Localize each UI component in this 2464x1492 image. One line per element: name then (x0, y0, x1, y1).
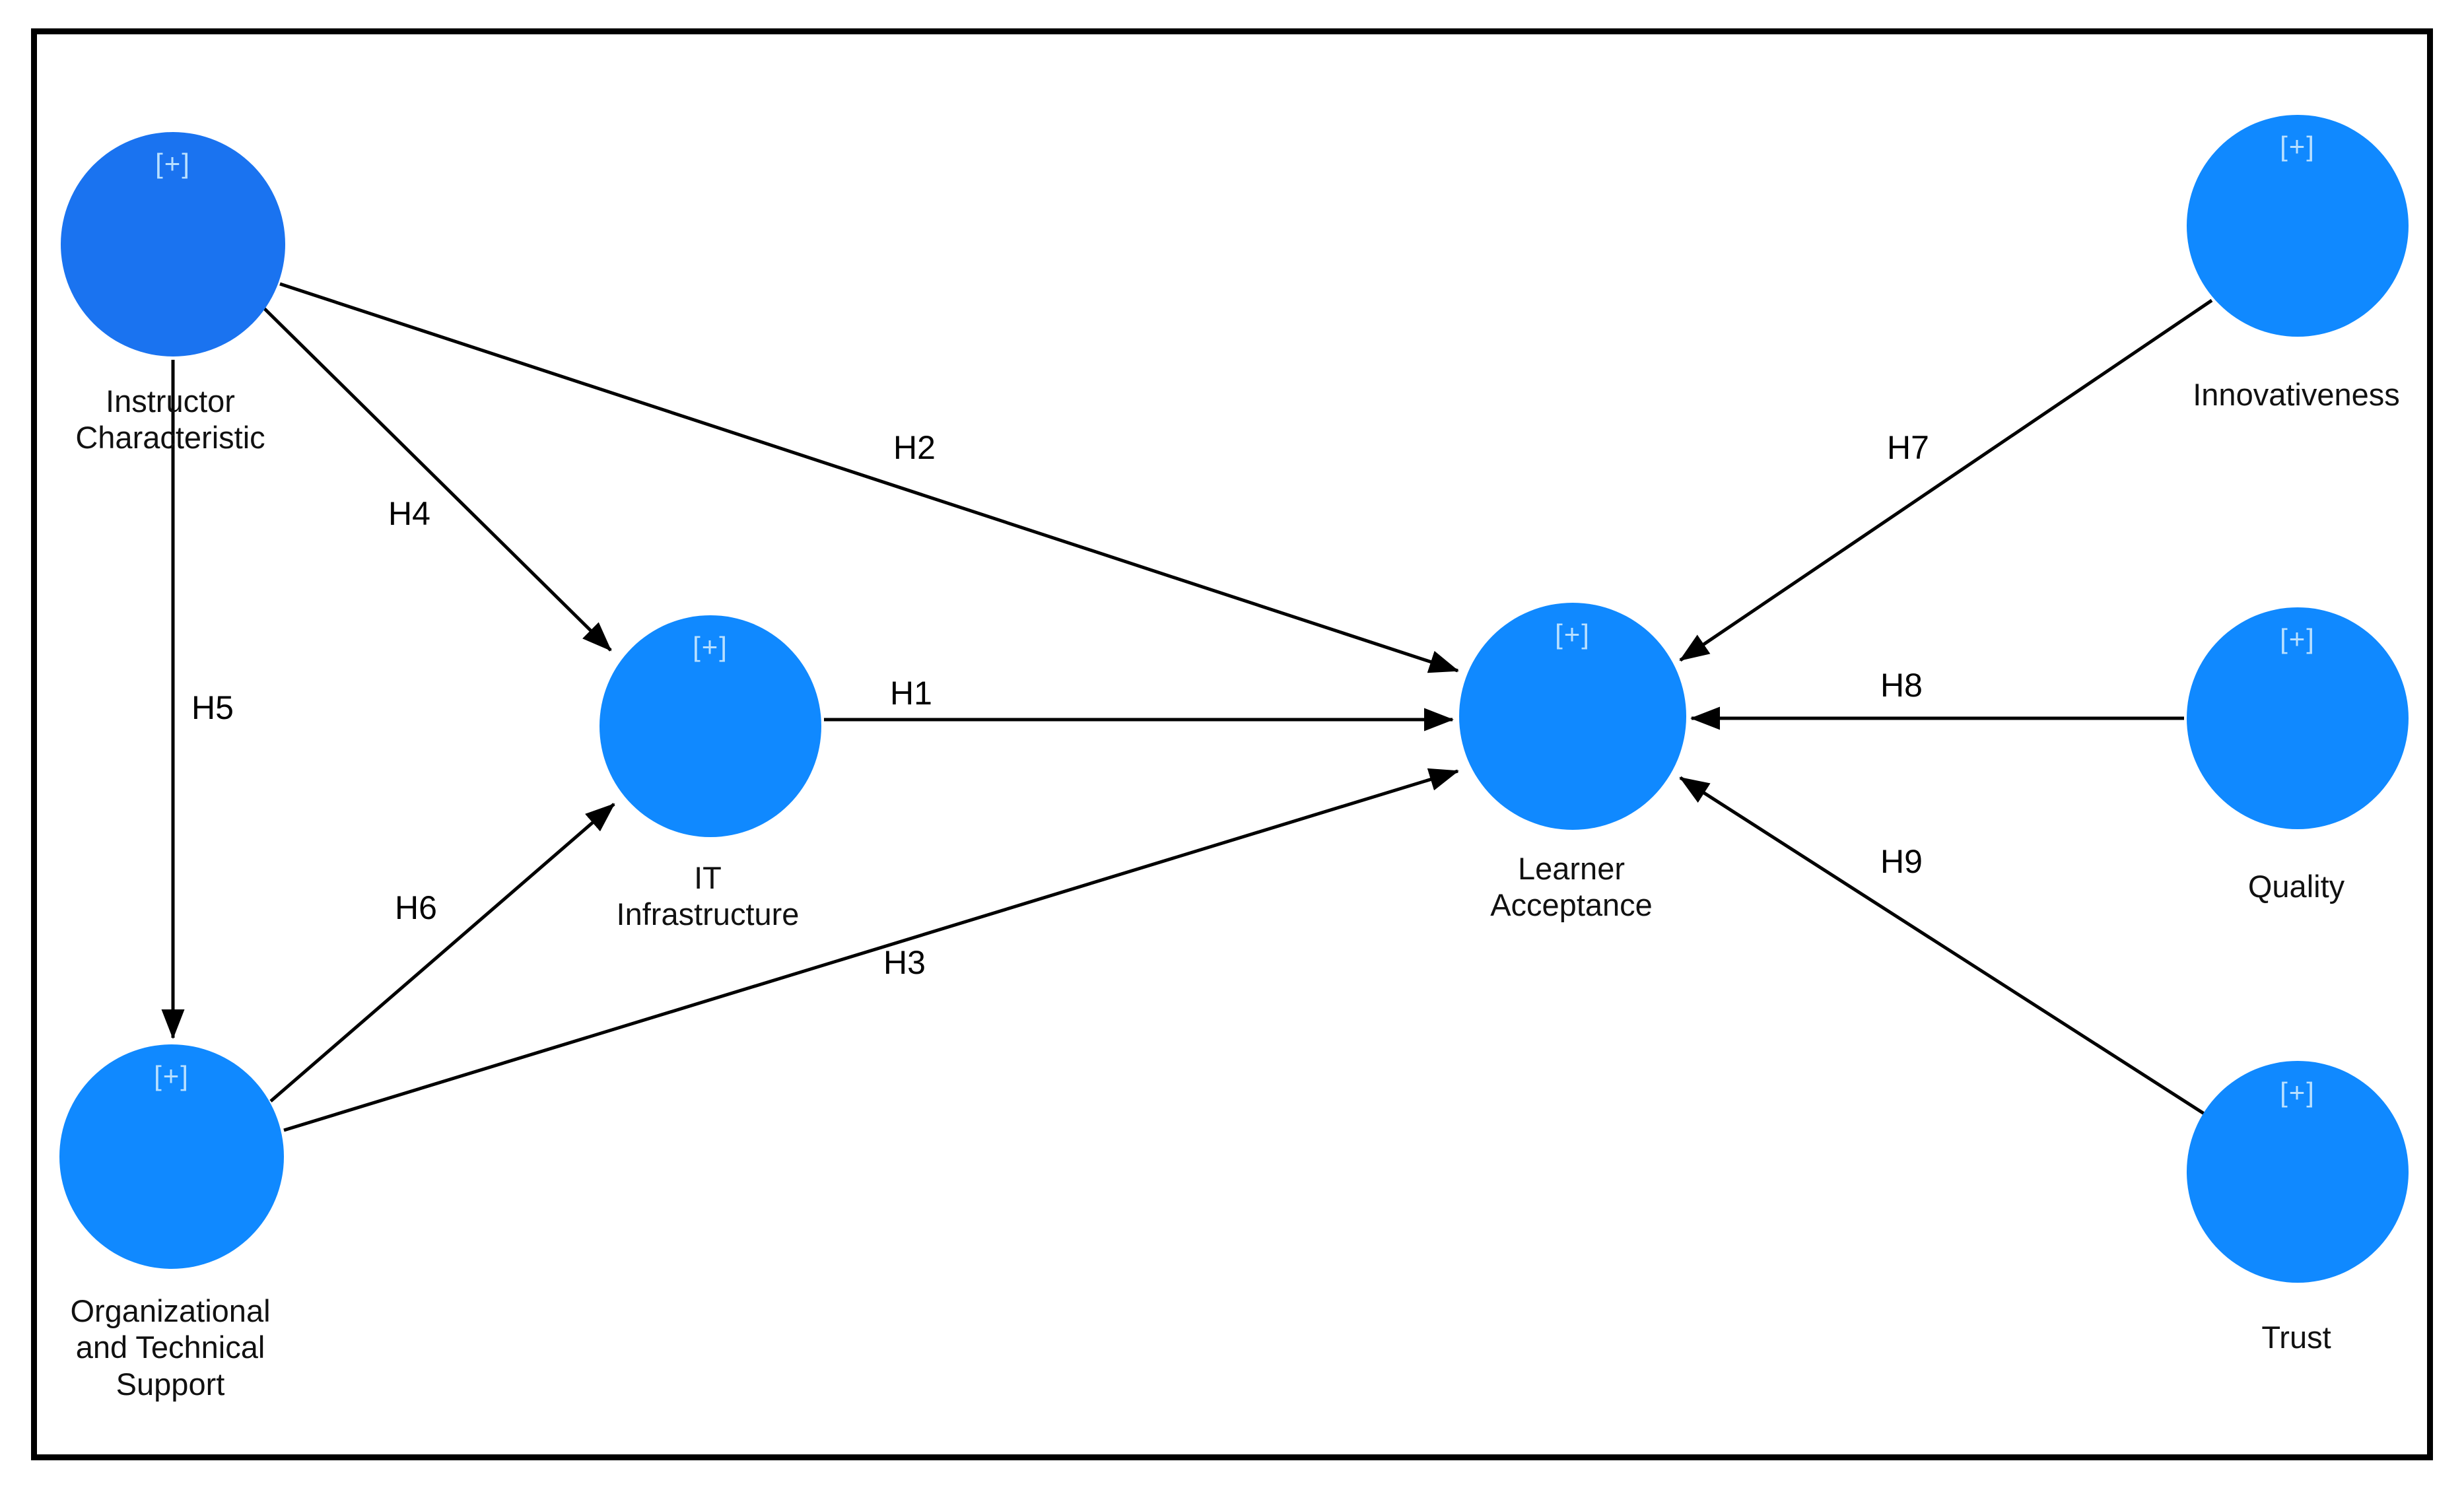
edge-label-H6: H6 (395, 889, 437, 926)
edge-label-H8: H8 (1880, 667, 1923, 704)
node-label-learner-acceptance: Learner Acceptance (1490, 851, 1653, 923)
edge-label-H2: H2 (893, 429, 936, 466)
node-label-instructor-characteristic: Instructor Characteristic (75, 384, 265, 456)
node-label-quality: Quality (2247, 869, 2345, 904)
edge-label-H5: H5 (191, 689, 234, 726)
plus-indicator-icon: [+] (2280, 1077, 2315, 1108)
diagram-border (31, 28, 2433, 1460)
edge-label-H7: H7 (1887, 429, 1929, 466)
node-label-it-infrastructure: IT Infrastructure (616, 860, 800, 932)
edge-H6 (269, 803, 615, 1102)
node-innovativeness[interactable]: [+] (2187, 115, 2409, 337)
node-label-organizational-and-technical-support: Organizational and Technical Support (70, 1293, 271, 1402)
plus-indicator-icon: [+] (1555, 619, 1591, 650)
node-organizational-and-technical-support[interactable]: [+] (59, 1044, 284, 1269)
node-label-innovativeness: Innovativeness (2193, 377, 2400, 412)
edge-label-H9: H9 (1880, 843, 1923, 880)
node-it-infrastructure[interactable]: [+] (599, 615, 821, 837)
edge-H4 (261, 306, 612, 652)
plus-indicator-icon: [+] (693, 631, 728, 662)
plus-indicator-icon: [+] (154, 1060, 189, 1091)
node-trust[interactable]: [+] (2187, 1061, 2409, 1283)
plus-indicator-icon: [+] (155, 148, 191, 179)
edge-H2 (279, 282, 1459, 673)
edge-H3 (283, 768, 1459, 1132)
plus-indicator-icon: [+] (2280, 623, 2315, 654)
node-label-trust: Trust (2261, 1320, 2331, 1355)
node-quality[interactable]: [+] (2187, 607, 2409, 829)
edge-label-H1: H1 (890, 675, 932, 712)
edge-label-H4: H4 (388, 495, 430, 532)
node-learner-acceptance[interactable]: [+] (1459, 603, 1686, 830)
edge-H9 (1679, 776, 2207, 1116)
edge-H7 (1679, 298, 2213, 662)
edge-label-H3: H3 (883, 944, 926, 981)
plus-indicator-icon: [+] (2280, 131, 2315, 162)
node-instructor-characteristic[interactable]: [+] (61, 132, 285, 356)
